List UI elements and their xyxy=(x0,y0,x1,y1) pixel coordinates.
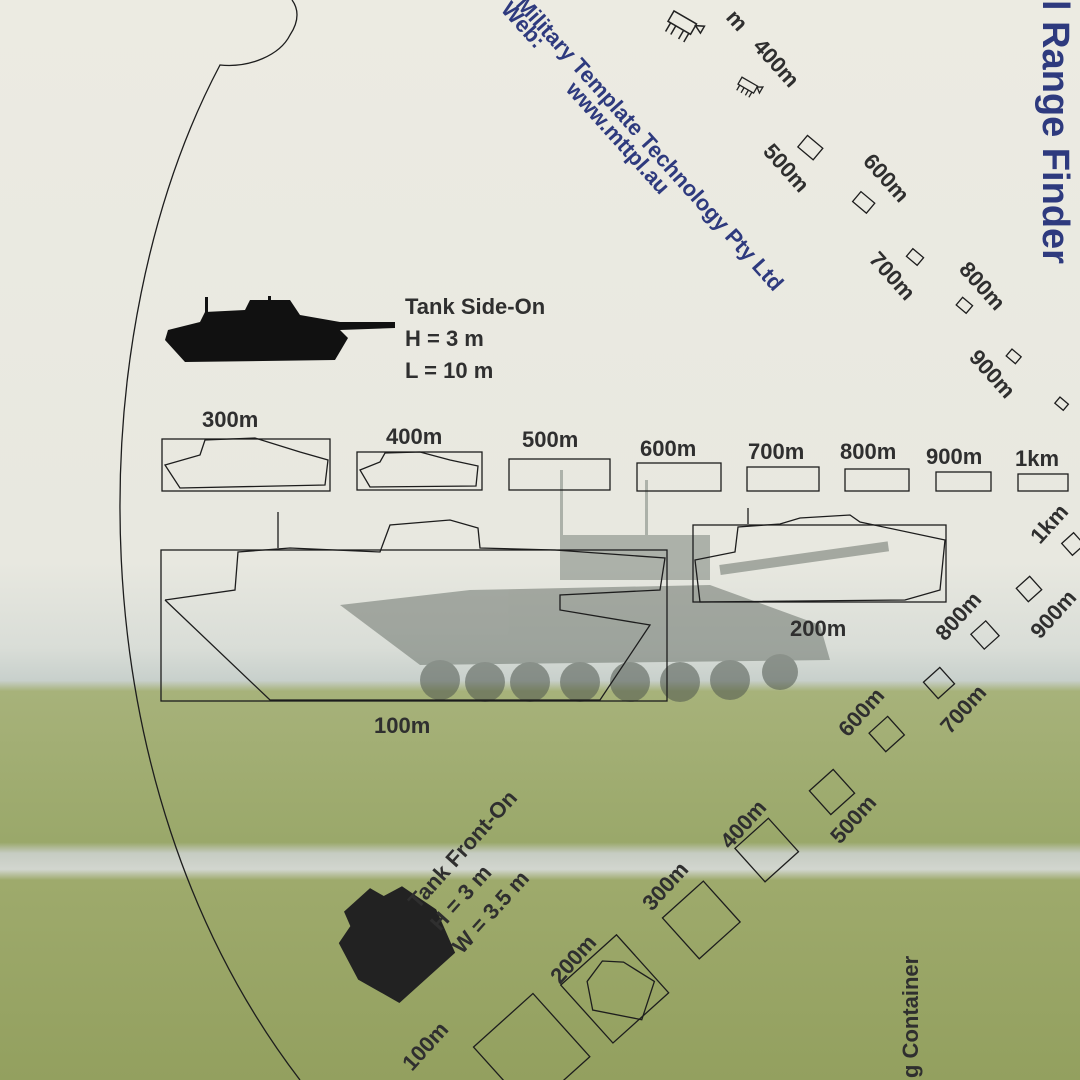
animal-label-m: m xyxy=(721,5,753,36)
template-title: l Range Finder xyxy=(1034,0,1076,264)
tank-side-silhouette-icon xyxy=(165,296,395,362)
front-label-200: 200m xyxy=(545,930,601,989)
side-label-400: 400m xyxy=(386,424,442,449)
front-label-300: 300m xyxy=(637,857,693,916)
tank-side-title: Tank Side-On xyxy=(405,294,545,319)
template-outline-arc xyxy=(119,0,301,1080)
front-label-700: 700m xyxy=(935,680,991,739)
side-label-900: 900m xyxy=(926,444,982,469)
front-label-900: 900m xyxy=(1025,585,1080,644)
animal-label-400: 400m xyxy=(748,34,804,93)
front-label-100: 100m xyxy=(397,1017,453,1076)
near-label-200: 200m xyxy=(790,616,846,641)
company-name: Military Template Technology Pty Ltd xyxy=(511,0,788,296)
near-label-100: 100m xyxy=(374,713,430,738)
background-tank-photo xyxy=(340,470,890,702)
animal-label-500: 500m xyxy=(758,139,814,198)
cow-icon xyxy=(664,9,706,43)
side-scale-row: 300m 400m 500m 600m 700m 800m 900m 1km xyxy=(161,407,1069,492)
animal-label-800: 800m xyxy=(954,257,1010,316)
side-label-1km: 1km xyxy=(1015,446,1059,471)
side-label-300: 300m xyxy=(202,407,258,432)
front-label-600: 600m xyxy=(833,683,889,742)
animal-label-900: 900m xyxy=(964,345,1020,404)
front-label-1km: 1km xyxy=(1025,499,1073,548)
tank-front-silhouette-icon xyxy=(338,886,456,1003)
animal-label-600: 600m xyxy=(858,149,914,208)
tank-side-length: L = 10 m xyxy=(405,358,493,383)
side-label-700: 700m xyxy=(748,439,804,464)
animal-label-700: 700m xyxy=(864,247,920,306)
side-label-500: 500m xyxy=(522,427,578,452)
cow-icon-small xyxy=(736,76,765,98)
front-label-500: 500m xyxy=(825,790,881,849)
container-label: g Container xyxy=(898,955,923,1078)
near-range-outlines xyxy=(160,508,947,702)
tank-side-height: H = 3 m xyxy=(405,326,484,351)
side-label-800: 800m xyxy=(840,439,896,464)
front-label-800: 800m xyxy=(930,587,986,646)
front-label-400: 400m xyxy=(715,795,771,854)
side-label-600: 600m xyxy=(640,436,696,461)
